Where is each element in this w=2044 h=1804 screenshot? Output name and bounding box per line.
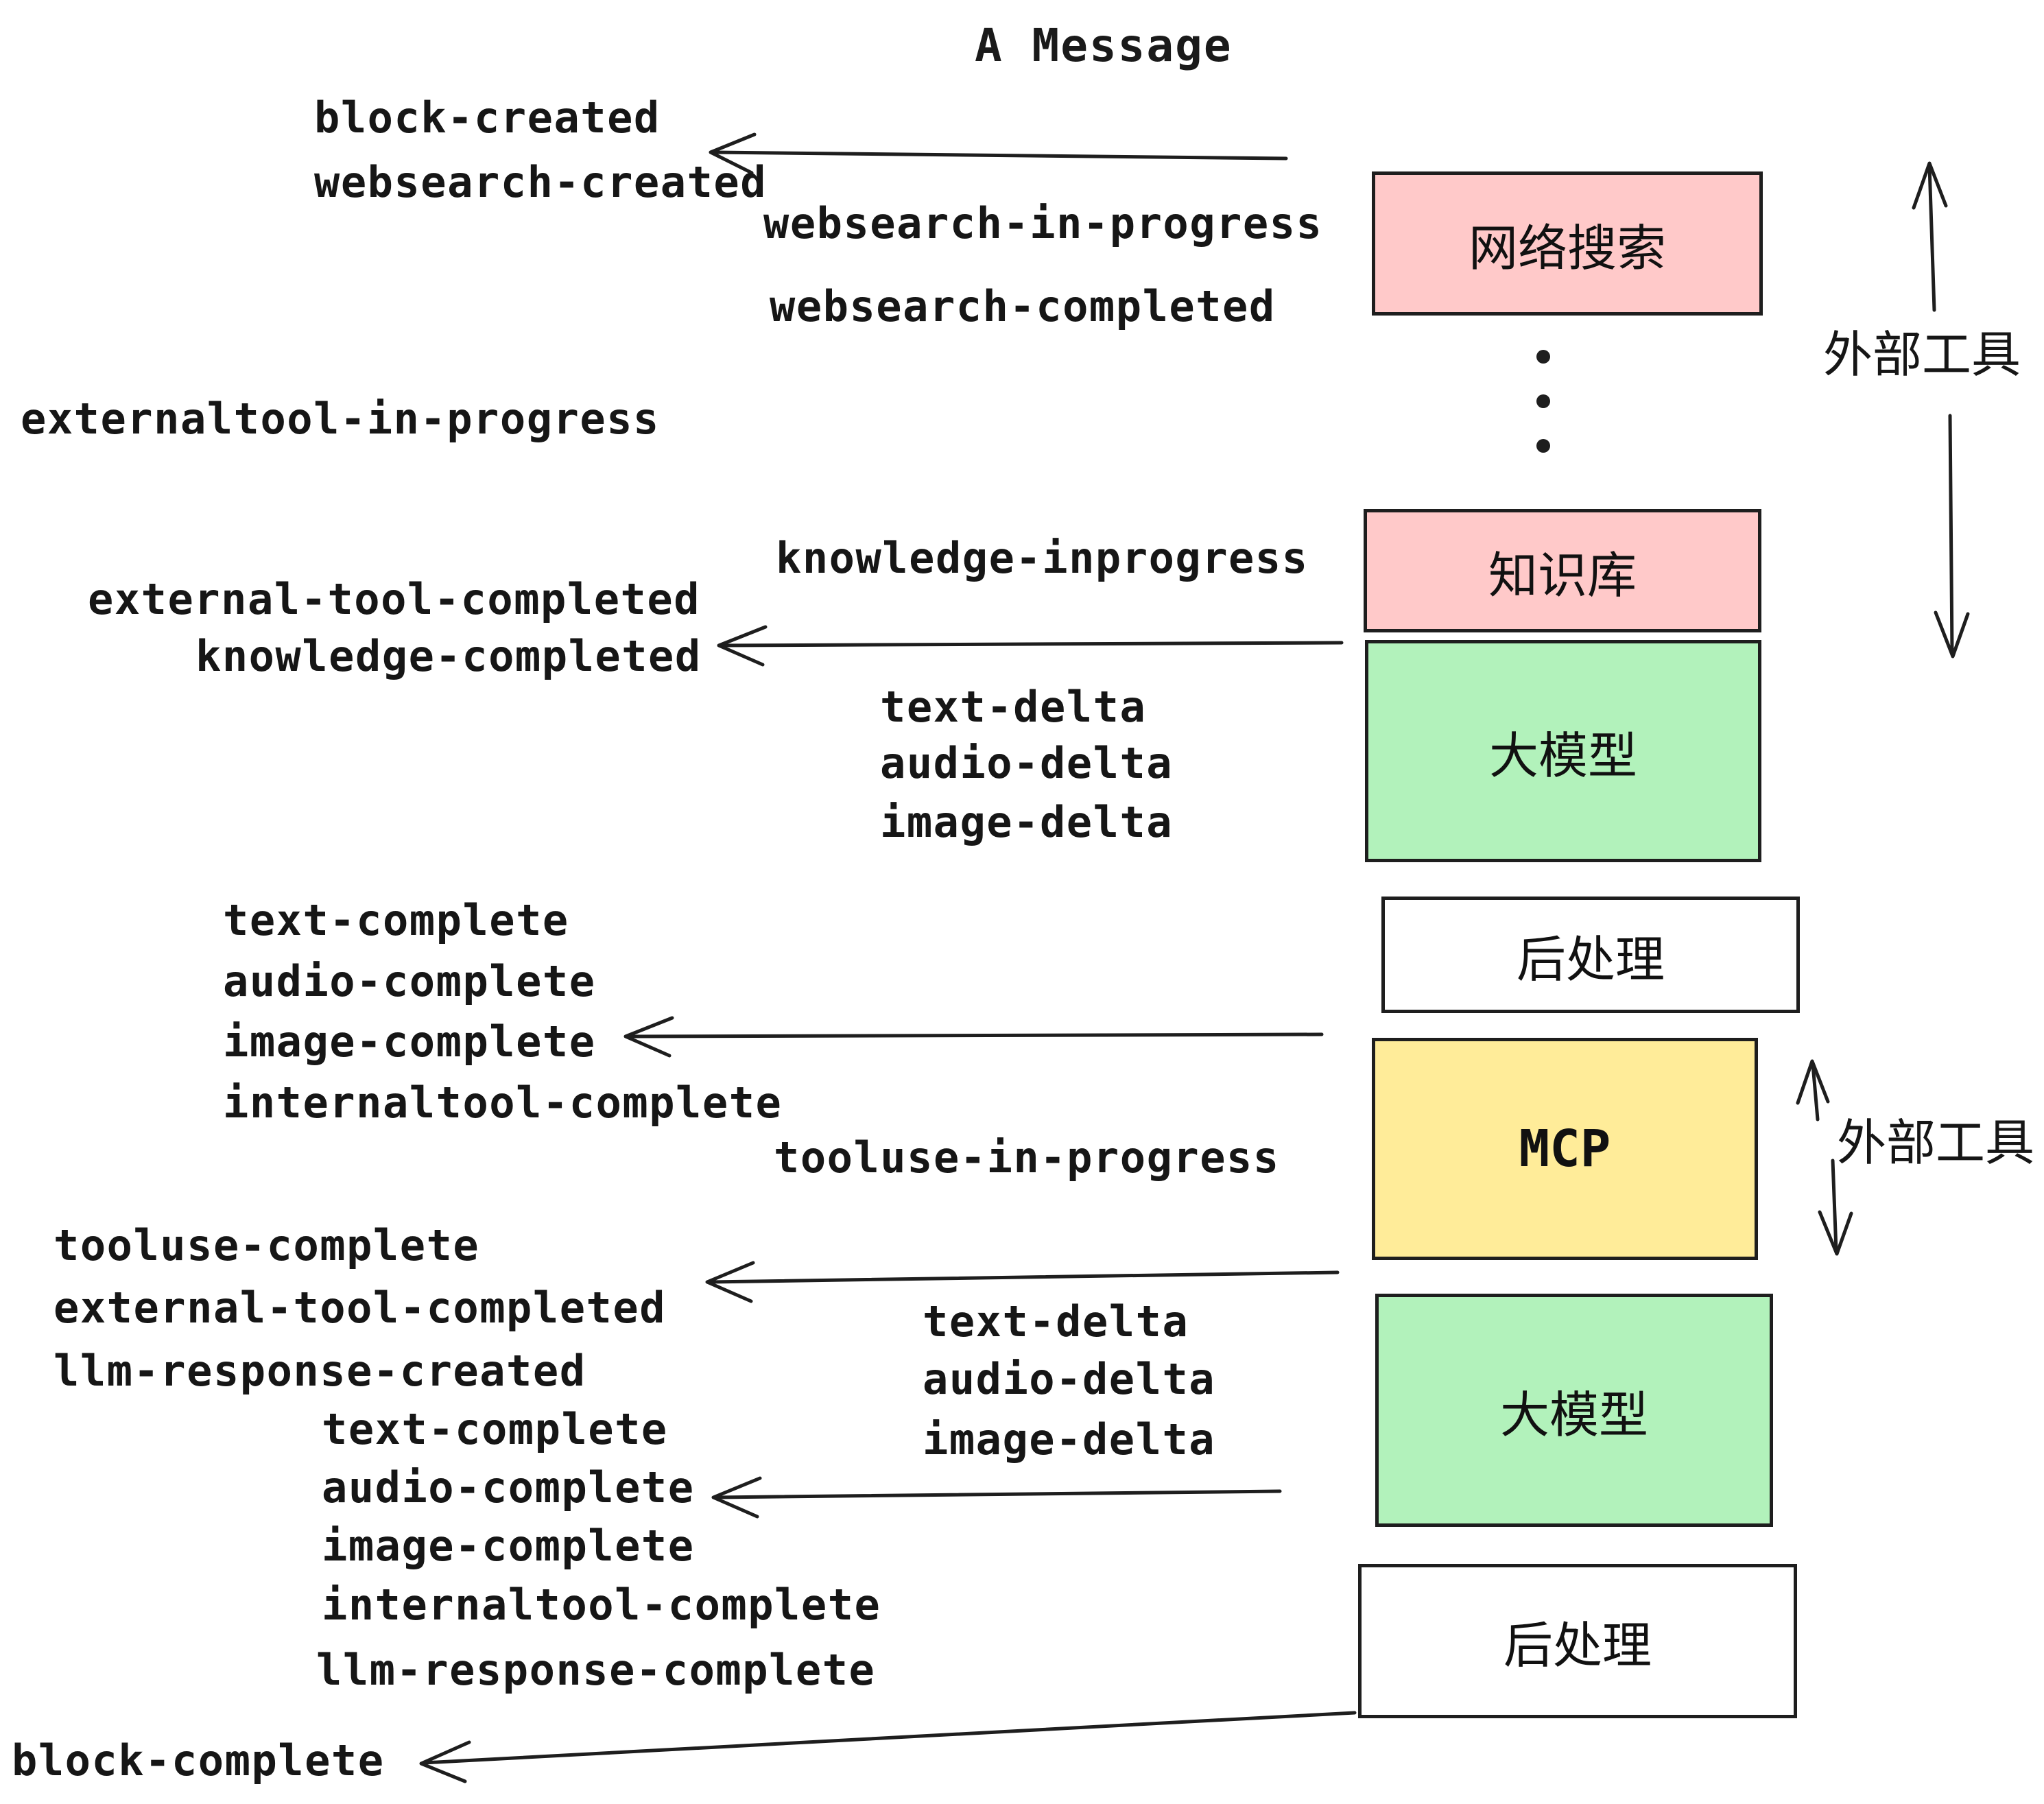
event-internaltool-complete-1: internaltool-complete [223,1078,783,1128]
diagram-title: A Message [975,19,1233,72]
box-llm-2: 大模型 [1375,1294,1773,1527]
external-tool-range-arrow-top [1912,161,1970,658]
external-tools-label-top: 外部工具 [1823,328,2021,383]
event-image-delta-2: image-delta [923,1414,1216,1464]
event-text-complete-1: text-complete [223,895,569,945]
box-mcp: MCP [1372,1038,1758,1260]
event-image-complete-1: image-complete [223,1017,596,1067]
event-audio-complete-1: audio-complete [223,956,596,1006]
arrow-to-tooluse-complete [705,1261,1340,1303]
box-postprocess-2: 后处理 [1358,1564,1797,1718]
event-audio-complete-2: audio-complete [322,1462,695,1512]
event-websearch-completed: websearch-completed [770,281,1276,331]
box-websearch: 网络搜索 [1372,171,1763,316]
event-external-tool-completed-2: external-tool-completed [54,1283,667,1333]
event-websearch-created: websearch-created [314,157,768,207]
event-text-complete-2: text-complete [322,1404,668,1454]
event-knowledge-completed: knowledge-completed [195,631,702,681]
event-knowledge-inprogress: knowledge-inprogress [776,533,1309,583]
arrow-to-block-complete [419,1711,1357,1783]
box-llm-1: 大模型 [1365,640,1761,862]
arrow-to-audio-complete [711,1476,1282,1519]
event-block-created: block-created [314,93,661,143]
event-websearch-in-progress: websearch-in-progress [763,198,1323,248]
event-image-delta-1: image-delta [880,797,1174,847]
event-externaltool-in-progress: externaltool-in-progress [21,394,660,444]
event-tooluse-complete: tooluse-complete [54,1220,480,1270]
event-image-complete-2: image-complete [322,1521,695,1571]
box-postprocess-1: 后处理 [1381,897,1800,1013]
arrow-to-image-complete [623,1016,1324,1058]
box-knowledge-base: 知识库 [1364,509,1761,632]
external-tools-label-mcp: 外部工具 [1837,1116,2035,1171]
event-block-complete: block-complete [12,1735,385,1785]
event-internaltool-complete-2: internaltool-complete [322,1580,881,1630]
event-text-delta-2: text-delta [923,1296,1189,1346]
arrow-to-knowledge-completed [717,625,1344,667]
event-text-delta-1: text-delta [880,682,1147,732]
event-audio-delta-1: audio-delta [880,738,1174,788]
event-llm-response-created: llm-response-created [54,1346,586,1396]
vertical-ellipsis-icon [1536,350,1550,453]
event-llm-response-complete: llm-response-complete [316,1645,876,1695]
event-external-tool-completed-1: external-tool-completed [88,574,701,624]
arrow-to-websearch-created [709,132,1288,175]
event-tooluse-in-progress: tooluse-in-progress [774,1132,1280,1183]
event-audio-delta-2: audio-delta [923,1354,1216,1404]
